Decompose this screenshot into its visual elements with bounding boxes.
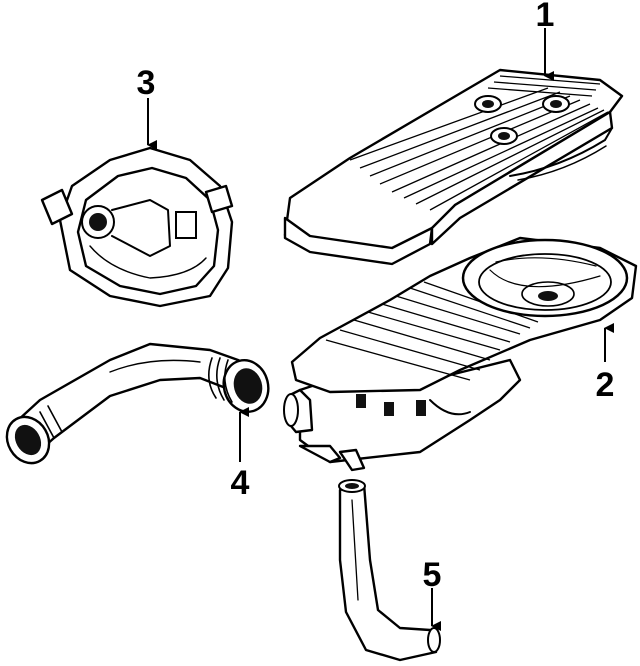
callout-3: 3 [137,64,156,102]
air-intake-adapter [40,146,234,308]
callout-1: 1 [536,0,555,34]
cover-stud-holes [474,95,570,145]
callout-5: 5 [423,556,442,594]
air-cleaner-housing [283,236,638,472]
leader-lines [147,28,614,631]
callout-4: 4 [231,464,250,502]
drain-tube [338,479,441,662]
callout-2: 2 [596,366,615,404]
air-cleaner-cover [283,68,624,266]
intake-hose [5,342,270,465]
